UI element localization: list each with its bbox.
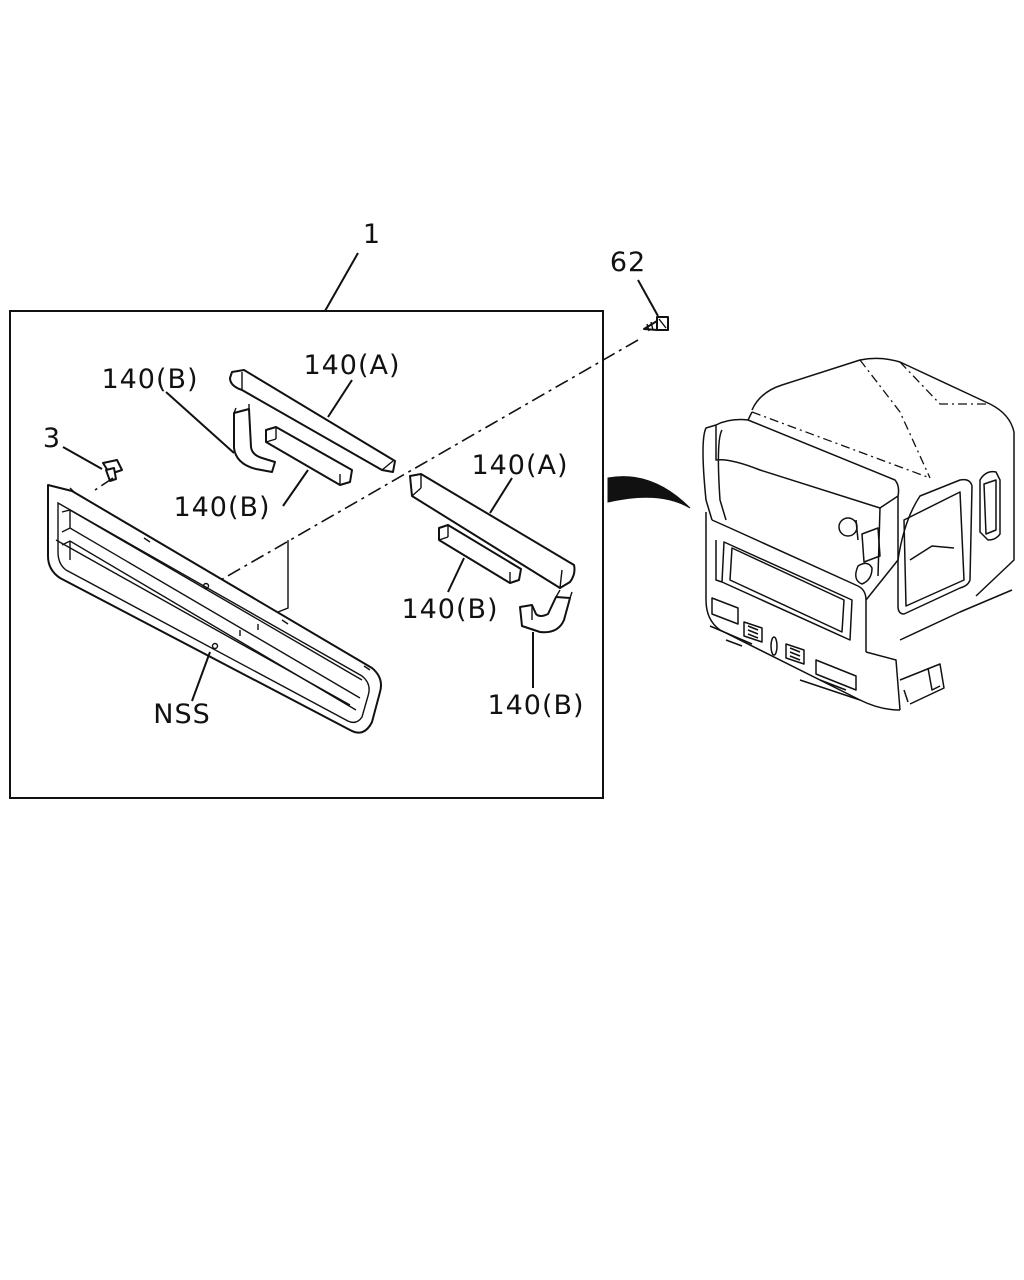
callout-1: 1 <box>363 219 381 250</box>
leader-lower-a <box>489 477 513 514</box>
callout-upper-a: 140(A) <box>303 350 400 381</box>
grille-part <box>47 484 382 734</box>
pad-upper-a <box>229 369 396 473</box>
callout-lower-mid-b: 140(B) <box>401 594 498 625</box>
leader-62 <box>637 279 659 317</box>
callout-3: 3 <box>43 423 61 454</box>
callout-upper-mid-b: 140(B) <box>173 492 270 523</box>
leader-3 <box>62 446 103 470</box>
truck-cab-icon <box>702 357 1015 711</box>
callout-lower-a: 140(A) <box>471 450 568 481</box>
assembly-frame <box>9 310 604 799</box>
leader-nss <box>191 651 211 702</box>
clip-icon <box>102 459 123 482</box>
pad-lower-right-b <box>519 589 573 634</box>
pad-lower-a <box>409 473 576 589</box>
pad-lower-mid-b <box>438 524 522 584</box>
callout-62: 62 <box>610 247 646 278</box>
clip-axis <box>94 477 114 491</box>
screw-icon <box>643 316 669 332</box>
callout-upper-left-b: 140(B) <box>101 364 198 395</box>
leader-lower-mid-b <box>447 557 465 593</box>
leader-upper-left-b <box>165 391 235 454</box>
pad-upper-mid-b <box>265 426 353 486</box>
leader-1 <box>324 252 359 312</box>
callout-lower-right-b: 140(B) <box>487 690 584 721</box>
leader-upper-a <box>327 379 353 418</box>
callout-nss: NSS <box>153 699 210 730</box>
pad-upper-left-b <box>233 404 276 473</box>
assembly-centerline <box>211 339 639 586</box>
leader-upper-mid-b <box>282 469 309 507</box>
curved-arrow-icon <box>607 476 691 509</box>
